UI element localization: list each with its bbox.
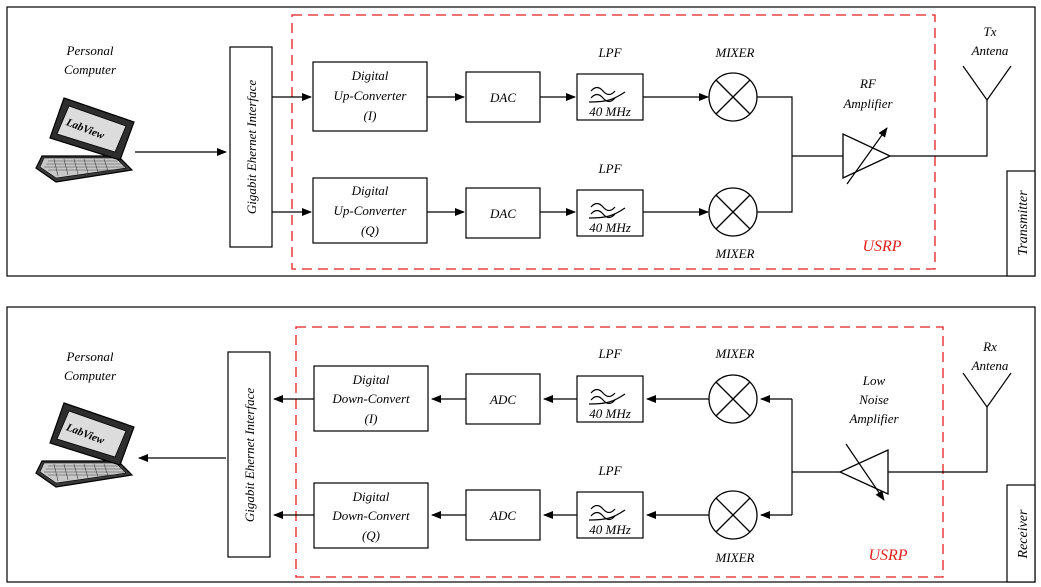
ethernet-interface-tx: [229, 46, 273, 248]
digital-down-converter-i: [313, 365, 429, 432]
lpf-label-rx-i: LPF: [597, 346, 622, 361]
duc-q-line2: Up-Converter: [334, 203, 408, 218]
usrp-boundary-tx: [291, 14, 936, 270]
mixer-icon-rx-i: [708, 374, 758, 424]
antenna-label-tx-1: Tx: [984, 24, 997, 39]
transmitter-side-label: Transmitter: [1016, 190, 1031, 256]
usrp-label-rx: USRP: [868, 547, 907, 564]
antenna-label-tx-2: Antena: [971, 43, 1009, 58]
ethernet-interface-rx: [227, 351, 271, 558]
digital-up-converter-q: [312, 177, 428, 244]
mixer-label-tx-i: MIXER: [715, 45, 755, 60]
dac-label-q: DAC: [489, 206, 516, 221]
pc-label-tx-2: Computer: [64, 62, 117, 77]
ddc-i-line2: Down-Convert: [331, 391, 410, 406]
digital-up-converter-i: [312, 61, 428, 132]
mixer-icon-tx-q: [708, 187, 758, 237]
mixer-icon-tx-i: [708, 72, 758, 122]
receiver-side-tab: [1006, 484, 1036, 583]
amp-label-rx-1: Low: [862, 373, 886, 388]
transmitter-panel: Transmitter USRP Personal Computer LabVi…: [6, 6, 1036, 277]
ddc-i-line1: Digital: [352, 372, 390, 387]
lpf-label-tx-i: LPF: [597, 45, 622, 60]
receiver-side-label: Receiver: [1016, 509, 1031, 560]
dac-block-q: [465, 187, 541, 239]
mixer-label-rx-i: MIXER: [715, 346, 755, 361]
duc-q-line3: (Q): [361, 223, 379, 238]
mixer-icon-rx-q: [708, 490, 758, 540]
rf-amplifier-icon: [842, 127, 892, 185]
antenna-label-rx-1: Rx: [982, 339, 997, 354]
laptop-icon-rx: [35, 402, 135, 488]
amp-label-tx-2: Amplifier: [842, 96, 893, 111]
pc-label-rx-1: Personal: [66, 349, 114, 364]
transmitter-side-tab: [1006, 170, 1036, 277]
ethernet-interface-label-rx: Gigabit Ehernet Interface: [242, 388, 257, 523]
laptop-icon-tx: [35, 97, 135, 183]
adc-label-i: ADC: [489, 392, 516, 407]
mixer-label-tx-q: MIXER: [715, 246, 755, 261]
antenna-icon-rx: [962, 372, 1012, 408]
adc-label-q: ADC: [489, 508, 516, 523]
lpf-label-tx-q: LPF: [597, 161, 622, 176]
digital-down-converter-q: [313, 482, 429, 549]
lpf-freq-tx-i: 40 MHz: [589, 104, 631, 119]
duc-q-line1: Digital: [351, 183, 389, 198]
ddc-q-line2: Down-Convert: [331, 508, 410, 523]
dac-label-i: DAC: [489, 90, 516, 105]
amp-label-rx-2: Noise: [858, 392, 889, 407]
wire-antenna-to-lna: [888, 407, 988, 473]
transmitter-frame: [6, 6, 1036, 277]
duc-i-line3: (I): [364, 108, 377, 123]
low-noise-amplifier-icon: [838, 443, 889, 501]
dac-block-i: [465, 71, 541, 123]
receiver-panel: Receiver USRP Personal Computer LabView …: [6, 306, 1036, 583]
wire-amp-to-antenna-tx: [890, 100, 988, 157]
wire-mixers-to-amp: [757, 96, 793, 213]
ddc-q-line3: (Q): [362, 528, 380, 543]
receiver-frame: [6, 306, 1036, 583]
ddc-i-line3: (I): [365, 411, 378, 426]
usrp-boundary-rx: [295, 326, 944, 578]
usrp-label-tx: USRP: [862, 238, 901, 255]
amp-label-tx-1: RF: [859, 76, 877, 91]
lpf-freq-rx-q: 40 MHz: [589, 522, 631, 537]
duc-i-line2: Up-Converter: [334, 88, 408, 103]
lpf-label-rx-q: LPF: [597, 463, 622, 478]
ethernet-interface-label-tx: Gigabit Ehernet Interface: [244, 80, 259, 215]
lpf-freq-tx-q: 40 MHz: [589, 220, 631, 235]
pc-label-rx-2: Computer: [64, 368, 117, 383]
amp-label-rx-3: Amplifier: [848, 411, 899, 426]
duc-i-line1: Digital: [351, 68, 389, 83]
lpf-freq-rx-i: 40 MHz: [589, 406, 631, 421]
antenna-label-rx-2: Antena: [971, 358, 1009, 373]
mixer-label-rx-q: MIXER: [715, 550, 755, 565]
pc-label-tx-1: Personal: [66, 43, 114, 58]
ddc-q-line1: Digital: [352, 489, 390, 504]
antenna-icon-tx: [962, 65, 1012, 101]
